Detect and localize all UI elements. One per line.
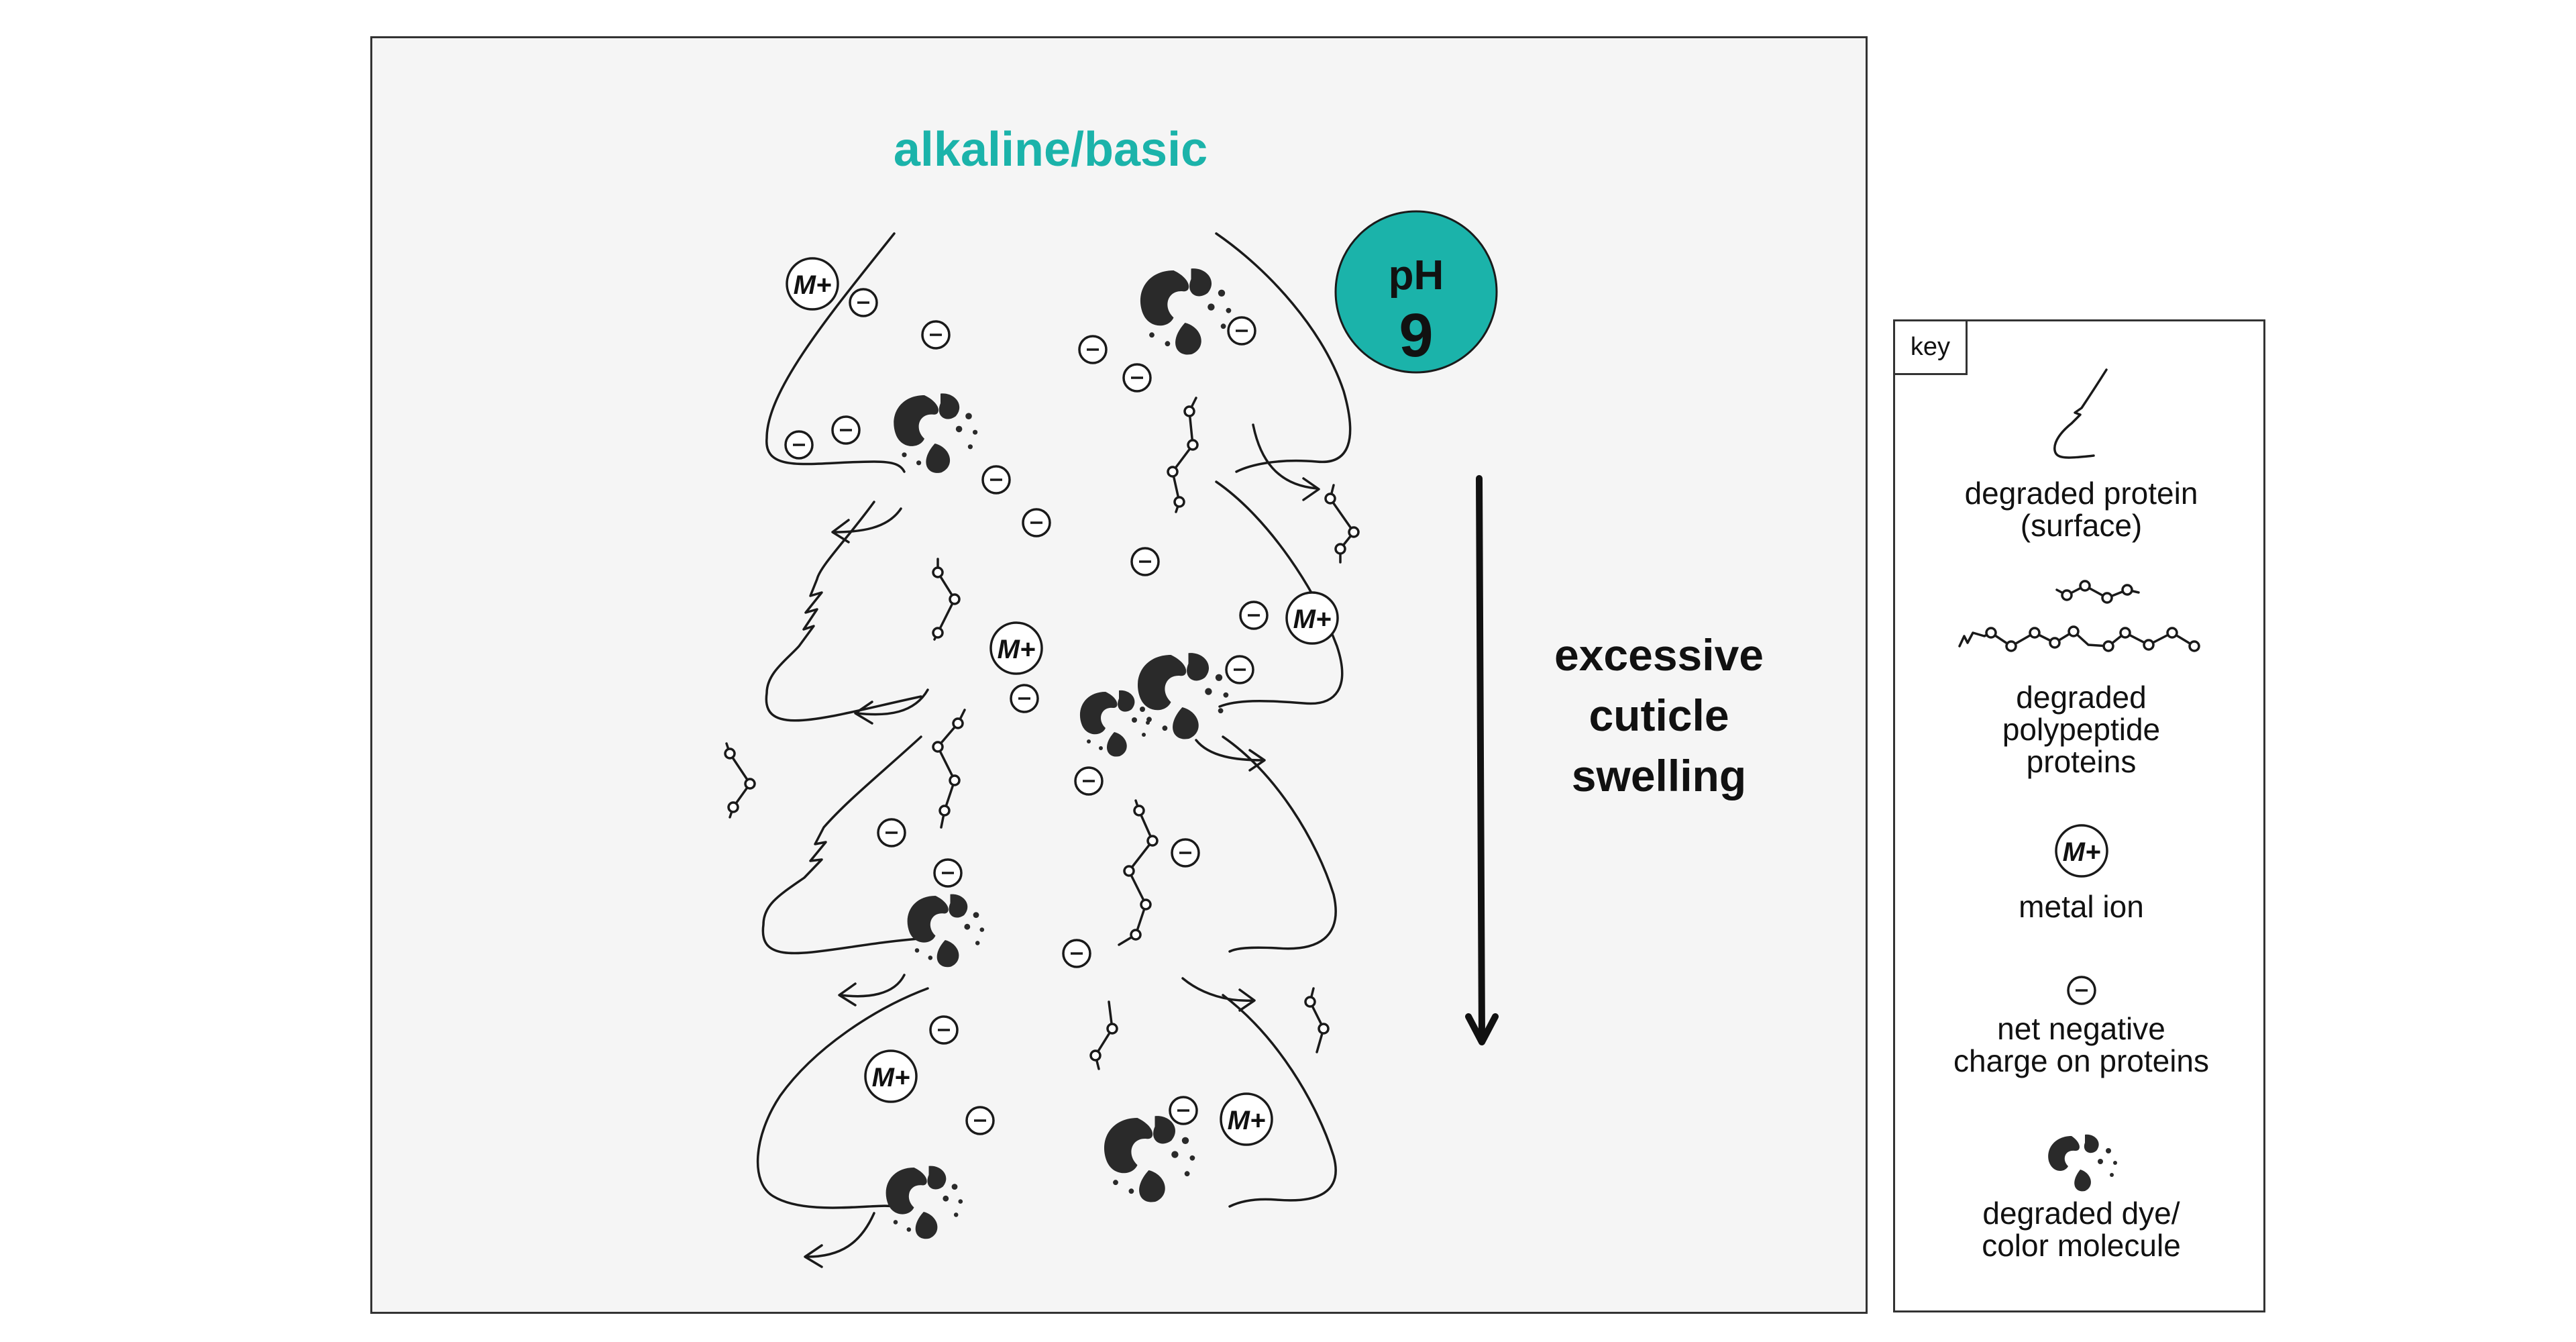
negative-charge	[1022, 508, 1051, 537]
negative-charge	[784, 430, 814, 460]
key-label-metal-ion: metal ion	[2019, 889, 2144, 924]
negative-charges	[784, 288, 1269, 1135]
effect-line-3: swelling	[1572, 751, 1746, 801]
key-label-dye: degraded dye/ color molecule	[1982, 1196, 2181, 1263]
negative-charge	[831, 415, 861, 445]
key-panel: key M+	[1893, 319, 2265, 1312]
negative-charge	[1239, 601, 1269, 630]
right-cuticle-scales	[1215, 232, 1352, 1208]
polypeptide-chain-7	[1304, 987, 1330, 1053]
svg-text:M+: M+	[1228, 1106, 1266, 1135]
svg-text:M+: M+	[794, 270, 832, 300]
dye-molecules	[885, 268, 1232, 1239]
ph-badge-circle	[1334, 210, 1498, 374]
dye-molecule	[1140, 268, 1232, 355]
polypeptide-chain-1	[1167, 397, 1199, 513]
svg-text:M+: M+	[1293, 605, 1332, 634]
polypeptide-chain-4	[932, 709, 966, 829]
negative-charge	[1062, 939, 1091, 968]
metal-ion: M+	[864, 1049, 918, 1103]
negative-charge	[1074, 766, 1104, 796]
svg-text:M+: M+	[872, 1063, 910, 1092]
metal-ion: M+	[989, 621, 1043, 675]
polypeptide-chain-icon	[1958, 580, 2200, 652]
negative-charge	[1225, 655, 1254, 684]
polypeptide-chain-2	[1324, 484, 1360, 564]
polypeptide-chain-5	[724, 742, 756, 819]
ph-badge: pH 9	[1334, 210, 1498, 374]
effect-line-1: excessive	[1554, 630, 1764, 680]
key-icons: M+	[1958, 368, 2200, 1192]
dye-molecule	[1104, 1116, 1195, 1202]
polypeptide-chain-6	[1118, 799, 1159, 946]
polypeptide-chain-8	[1089, 1000, 1118, 1070]
negative-charge	[1227, 316, 1256, 346]
negative-charge	[933, 858, 963, 888]
negative-charge	[1169, 1096, 1198, 1125]
effect-line-2: cuticle	[1589, 690, 1729, 740]
negative-charge	[1078, 335, 1108, 364]
left-cuticle-scales	[756, 232, 929, 1209]
key-label-polypeptide: degraded polypeptide proteins	[2002, 680, 2161, 779]
polypeptide-chain-3	[932, 558, 961, 641]
negative-charge	[877, 818, 906, 847]
negative-charge	[1010, 684, 1039, 713]
svg-text:M+: M+	[998, 635, 1036, 664]
dye-molecule	[894, 393, 978, 473]
swelling-arrow	[1465, 475, 1499, 1045]
polypeptide-chains	[724, 397, 1360, 1070]
svg-text:M+: M+	[2063, 837, 2101, 867]
metal-ion: M+	[1285, 591, 1339, 645]
curved-arrows	[804, 423, 1320, 1268]
metal-ions: M+ M+ M+ M+ M+	[786, 257, 1339, 1146]
ph-label: pH	[1389, 252, 1444, 299]
protein-curve-icon	[2053, 368, 2108, 459]
dye-molecule	[1137, 653, 1229, 739]
negative-charge	[965, 1106, 995, 1135]
negative-charge	[981, 465, 1011, 495]
key-label-negative-charge: net negative charge on proteins	[1953, 1011, 2210, 1078]
negative-charge	[929, 1015, 959, 1045]
arrow-head-icon	[1465, 1013, 1499, 1045]
key-tag: key	[1895, 321, 1968, 375]
negative-charge	[849, 288, 878, 317]
dye-molecule-icon	[2048, 1134, 2117, 1192]
metal-ion-icon: M+	[2055, 824, 2108, 878]
hair-cuticle-diagram: alkaline/basic pH 9 excessive cuticle sw…	[724, 123, 1764, 1268]
key-label-protein: degraded protein (surface)	[1964, 476, 2198, 543]
negative-charge	[1130, 547, 1160, 576]
dye-molecule	[907, 894, 985, 968]
negative-charge	[921, 320, 951, 350]
diagram-title: alkaline/basic	[894, 123, 1208, 176]
negative-charge-icon	[2067, 976, 2096, 1005]
negative-charge	[1171, 838, 1200, 868]
ph-value: 9	[1399, 301, 1433, 370]
diagram-panel: alkaline/basic pH 9 excessive cuticle sw…	[370, 36, 1868, 1314]
metal-ion: M+	[1220, 1092, 1273, 1146]
metal-ion: M+	[786, 257, 839, 311]
negative-charge	[1122, 363, 1152, 393]
dye-molecule	[1079, 690, 1150, 757]
dye-molecule	[885, 1166, 963, 1239]
